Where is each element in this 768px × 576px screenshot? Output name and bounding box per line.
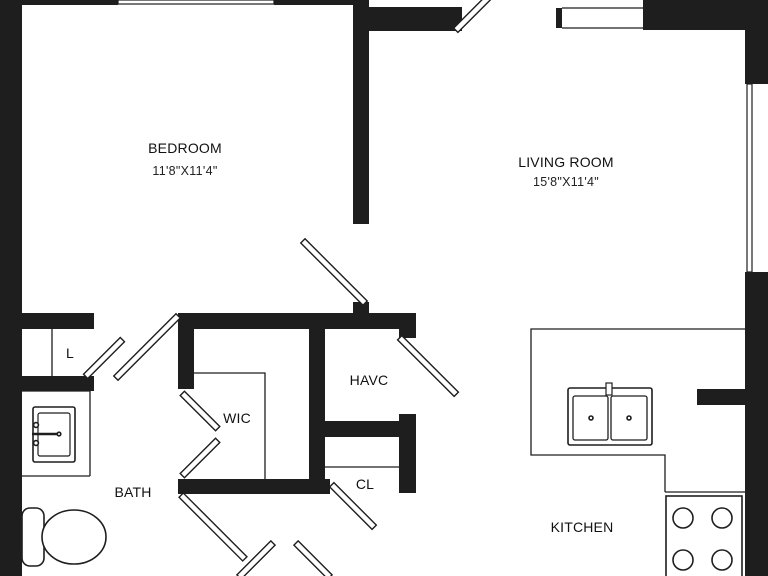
wic-hvac-divider xyxy=(309,313,325,493)
burner-top-right xyxy=(711,507,733,529)
wic-west-wall xyxy=(178,313,194,389)
toilet-bowl xyxy=(41,509,107,565)
kitchen-partition-wall xyxy=(697,389,747,405)
bedroom-window xyxy=(117,0,275,5)
bedroom-door xyxy=(299,237,369,307)
kitchen-island-counter xyxy=(530,328,745,492)
top-wall-right-segment xyxy=(643,0,748,30)
living-room-east-window xyxy=(746,83,753,273)
east-exterior-wall-upper xyxy=(745,0,768,84)
wic-post xyxy=(353,302,369,314)
interior-walls xyxy=(22,0,747,494)
linen-closet-label: L xyxy=(66,345,74,361)
bath-lower-door-right xyxy=(292,539,334,576)
burner-top-left xyxy=(672,507,694,529)
closet-door xyxy=(328,481,378,531)
west-exterior-wall xyxy=(0,0,22,576)
wic-bottom-left-stub xyxy=(178,479,184,494)
wic-top-wall xyxy=(178,313,416,329)
closet-label: CL xyxy=(356,476,374,492)
bedroom-label: BEDROOM xyxy=(148,140,222,156)
bedroom-living-wall xyxy=(353,0,369,224)
bath-sink-drain xyxy=(56,431,62,437)
bath-lower-door-center xyxy=(235,539,277,576)
bath-faucet-handle-top xyxy=(32,421,40,429)
living-room-dimensions: 15'8"X11'4" xyxy=(533,175,599,189)
wic-door-lower xyxy=(179,437,221,479)
bath-lower-door-left xyxy=(178,492,248,562)
east-exterior-wall-lower xyxy=(745,272,768,576)
linen-closet-door xyxy=(82,336,126,380)
bath-door xyxy=(112,312,182,382)
room-labels: BEDROOM 11'8"X11'4" LIVING ROOM 15'8"X11… xyxy=(66,140,614,535)
kitchen-sink-left-drain xyxy=(588,415,594,421)
wic-bottom-wall xyxy=(178,479,330,494)
living-room-label: LIVING ROOM xyxy=(518,154,614,170)
hvac-bottom-wall xyxy=(309,421,416,437)
interior-lines xyxy=(22,328,745,493)
entry-door xyxy=(452,0,502,34)
windows xyxy=(117,0,753,273)
top-wall-middle-segment xyxy=(274,0,360,5)
bath-faucet-handle-bottom xyxy=(32,439,40,447)
entry-wall xyxy=(369,7,462,31)
burner-bottom-left xyxy=(672,549,694,571)
kitchen-faucet xyxy=(605,382,613,396)
kitchen-sink xyxy=(567,382,653,446)
hvac-label: HAVC xyxy=(350,372,389,388)
bath-label: BATH xyxy=(114,484,151,500)
hvac-east-wall-stub xyxy=(399,313,416,338)
wic-label: WIC xyxy=(223,410,251,426)
top-wall-left-segment xyxy=(0,0,118,5)
toilet xyxy=(21,507,107,567)
linen-closet-top-wall xyxy=(22,313,94,329)
range xyxy=(665,495,743,576)
wic-shelving xyxy=(194,372,266,479)
kitchen-label: KITCHEN xyxy=(551,519,614,535)
bath-sink xyxy=(32,406,76,463)
bedroom-dimensions: 11'8"X11'4" xyxy=(152,164,217,178)
doors xyxy=(82,0,502,576)
linen-closet-bottom-wall xyxy=(22,376,94,391)
kitchen-sink-right-drain xyxy=(626,415,632,421)
toilet-tank xyxy=(21,507,45,567)
closet-east-wall xyxy=(399,414,416,493)
hvac-door xyxy=(396,334,460,398)
burner-bottom-right xyxy=(711,549,733,571)
window-jamb xyxy=(556,8,562,28)
wic-door-upper xyxy=(179,390,221,432)
